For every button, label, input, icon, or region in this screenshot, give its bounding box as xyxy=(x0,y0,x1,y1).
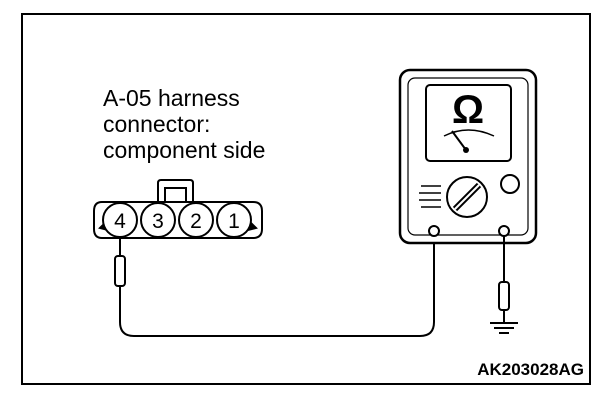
zero-adjust-knob xyxy=(500,174,520,194)
connector-pin-3 xyxy=(140,202,176,238)
ohmmeter-icon: Ω xyxy=(398,68,538,245)
ground-symbol-icon xyxy=(490,322,518,334)
connector-pins: 4 3 2 1 xyxy=(102,202,252,238)
connector-pin-1 xyxy=(216,202,252,238)
ohm-symbol: Ω xyxy=(452,88,484,132)
ground-lead xyxy=(498,236,510,322)
figure-frame xyxy=(21,13,591,385)
connector-pin-label-3: 3 xyxy=(152,210,164,233)
connector-pin-label-1: 1 xyxy=(228,210,240,233)
connector-pin-2 xyxy=(178,202,214,238)
connector-label-line2: connector: xyxy=(103,111,210,137)
connector-label-line1: A-05 harness xyxy=(103,85,240,111)
range-selector-dial xyxy=(419,176,488,218)
connector-pin-label-2: 2 xyxy=(190,210,202,233)
test-lead-wire xyxy=(119,231,435,337)
connector-label-line3: component side xyxy=(103,137,265,163)
meter-terminal-left xyxy=(428,225,440,237)
meter-terminal-right xyxy=(498,225,510,237)
meter-display xyxy=(425,84,512,162)
connector-pin-label-4: 4 xyxy=(114,210,126,233)
figure-code: AK203028AG xyxy=(477,360,584,379)
test-probe-icon xyxy=(114,237,126,287)
